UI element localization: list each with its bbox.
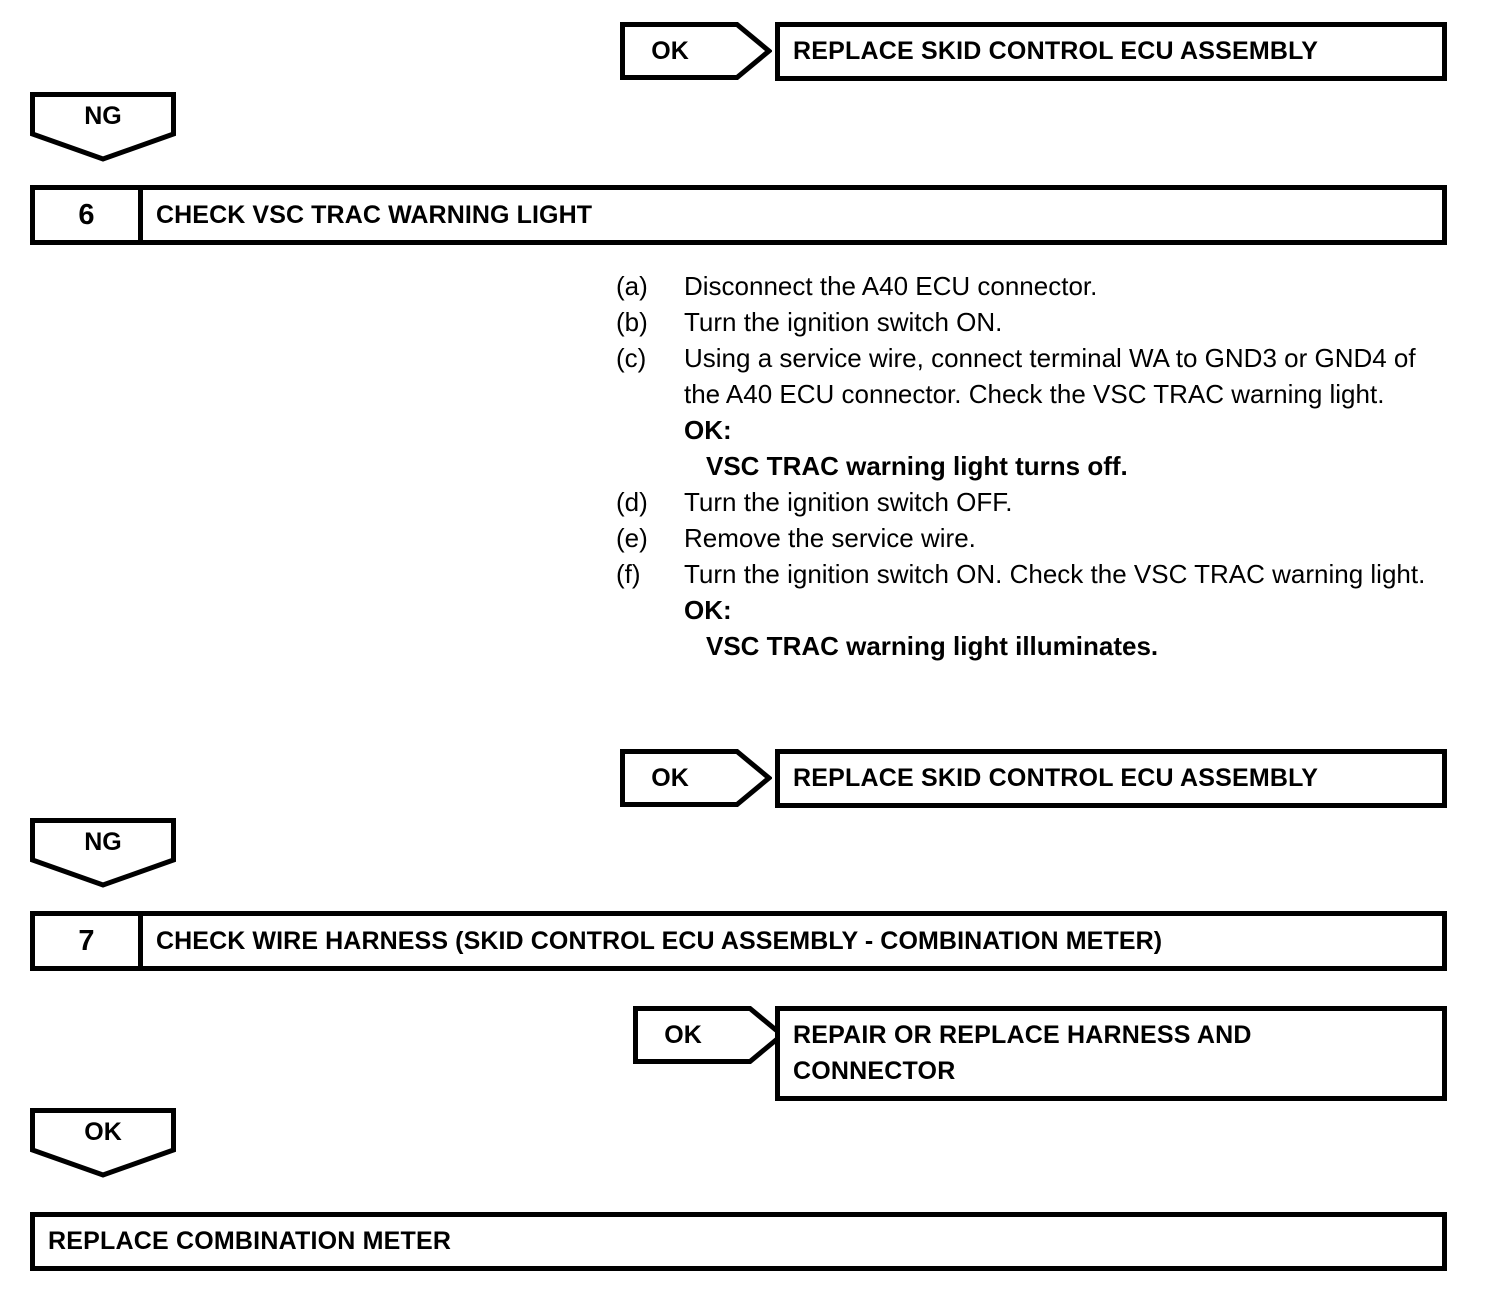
result-box-step6-text: REPLACE SKID CONTROL ECU ASSEMBLY bbox=[793, 763, 1319, 792]
step-row-7: 7 CHECK WIRE HARNESS (SKID CONTROL ECU A… bbox=[30, 911, 1447, 971]
arrow-tag-shape-icon bbox=[620, 749, 772, 807]
ok-branch-tag-top: OK bbox=[620, 22, 772, 80]
ok-branch-tag-step6: OK bbox=[620, 749, 772, 807]
result-box-final-text: REPLACE COMBINATION METER bbox=[48, 1226, 452, 1255]
step-6-procedure-list: (a) Disconnect the A40 ECU connector. (b… bbox=[616, 268, 1456, 664]
procedure-ok-criteria-label-2: OK: bbox=[684, 595, 732, 625]
down-pentagon-tag-shape-icon bbox=[30, 92, 176, 162]
result-box-replace-combination-meter: REPLACE COMBINATION METER bbox=[30, 1212, 1447, 1271]
ng-branch-tag-1-label: NG bbox=[84, 101, 122, 130]
procedure-ok-criteria-label-1: OK: bbox=[684, 415, 732, 445]
procedure-item-text: Turn the ignition switch ON. bbox=[684, 307, 1003, 337]
ng-branch-tag-2-label: NG bbox=[84, 827, 122, 856]
ok-branch-tag-top-label: OK bbox=[651, 36, 689, 65]
step-6-number: 6 bbox=[35, 190, 143, 240]
procedure-ok-criteria-value-2: VSC TRAC warning light illuminates. bbox=[706, 631, 1159, 661]
procedure-item-marker: (f) bbox=[616, 559, 641, 589]
procedure-item: (d) Turn the ignition switch OFF. bbox=[616, 484, 1456, 520]
procedure-item: (a) Disconnect the A40 ECU connector. bbox=[616, 268, 1456, 304]
down-pentagon-tag-shape-icon bbox=[30, 1108, 176, 1178]
procedure-item: (b) Turn the ignition switch ON. bbox=[616, 304, 1456, 340]
result-box-step7-text: REPAIR OR REPLACE HARNESS AND CONNECTOR bbox=[793, 1021, 1252, 1085]
procedure-item-marker: (d) bbox=[616, 487, 648, 517]
down-pentagon-tag-shape-icon bbox=[30, 818, 176, 888]
result-box-replace-skid-control-ecu-top: REPLACE SKID CONTROL ECU ASSEMBLY bbox=[775, 22, 1447, 81]
procedure-item: (c) Using a service wire, connect termin… bbox=[616, 340, 1456, 412]
ok-branch-tag-step7: OK bbox=[633, 1006, 785, 1064]
procedure-item-text: Turn the ignition switch OFF. bbox=[684, 487, 1013, 517]
result-box-top-text: REPLACE SKID CONTROL ECU ASSEMBLY bbox=[793, 36, 1319, 65]
ok-branch-tag-step7-label: OK bbox=[664, 1020, 702, 1049]
procedure-item-text: Turn the ignition switch ON. Check the V… bbox=[684, 559, 1426, 589]
procedure-item-marker: (a) bbox=[616, 271, 648, 301]
step-7-title: CHECK WIRE HARNESS (SKID CONTROL ECU ASS… bbox=[156, 926, 1163, 955]
step-7-number: 7 bbox=[35, 916, 143, 966]
procedure-item: (f) Turn the ignition switch ON. Check t… bbox=[616, 556, 1456, 592]
arrow-tag-shape-icon bbox=[633, 1006, 785, 1064]
procedure-item-marker: (c) bbox=[616, 343, 647, 373]
ok-branch-tag-step6-label: OK bbox=[651, 763, 689, 792]
procedure-ok-criteria-value-1: VSC TRAC warning light turns off. bbox=[706, 451, 1128, 481]
step-6-title: CHECK VSC TRAC WARNING LIGHT bbox=[156, 200, 593, 229]
arrow-tag-shape-icon bbox=[620, 22, 772, 80]
procedure-item-text: Remove the service wire. bbox=[684, 523, 976, 553]
procedure-item: (e) Remove the service wire. bbox=[616, 520, 1456, 556]
ok-branch-tag-bottom: OK bbox=[30, 1108, 176, 1178]
procedure-item-marker: (e) bbox=[616, 523, 648, 553]
ng-branch-tag-1: NG bbox=[30, 92, 176, 162]
procedure-item-text: Using a service wire, connect terminal W… bbox=[684, 343, 1416, 409]
ok-branch-tag-bottom-label: OK bbox=[84, 1117, 122, 1146]
ng-branch-tag-2: NG bbox=[30, 818, 176, 888]
step-row-6: 6 CHECK VSC TRAC WARNING LIGHT bbox=[30, 185, 1447, 245]
procedure-item-marker: (b) bbox=[616, 307, 648, 337]
procedure-item-text: Disconnect the A40 ECU connector. bbox=[684, 271, 1098, 301]
result-box-replace-skid-control-ecu-step6: REPLACE SKID CONTROL ECU ASSEMBLY bbox=[775, 749, 1447, 808]
result-box-repair-or-replace-harness: REPAIR OR REPLACE HARNESS AND CONNECTOR bbox=[775, 1006, 1447, 1101]
